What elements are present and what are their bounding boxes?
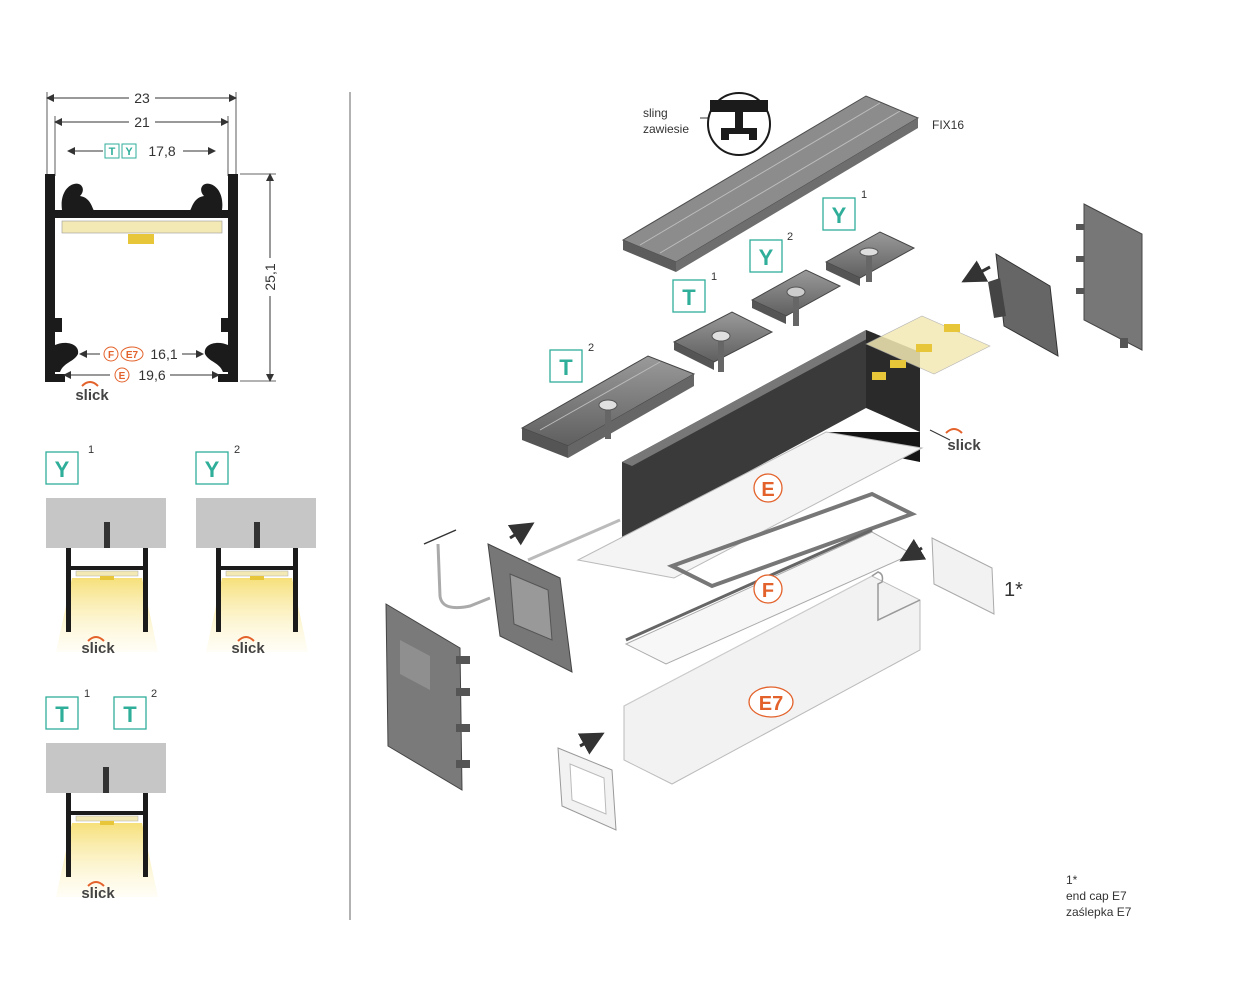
badge-e-small: E [119, 371, 126, 382]
badge-letter: T [55, 702, 69, 727]
diffuser-e7-label: E7 [759, 693, 783, 715]
badge-t-small: T [109, 146, 116, 158]
badge-e7-small: E7 [126, 350, 139, 361]
arrow-icon [899, 538, 927, 562]
badge-sup: 2 [234, 444, 240, 456]
badge-letter: Y [55, 457, 70, 482]
slick-swoosh-icon [87, 636, 105, 642]
badge-frame [195, 451, 229, 485]
led-strip [61, 220, 223, 234]
mounting-clip-y2 [750, 269, 842, 326]
end-cap-cable [423, 518, 621, 673]
brand-slick: slick [75, 387, 109, 404]
diffuser-e7: E7 [623, 571, 921, 785]
brand-slick: slick [81, 640, 115, 657]
badge-letter: T [123, 702, 137, 727]
badge-frame [45, 696, 79, 730]
dim-19-6-label: 19,6 [138, 367, 165, 383]
mount-bolt [103, 767, 109, 793]
slick-swoosh-icon [945, 428, 963, 434]
diffuser-e-label: E [761, 479, 774, 501]
badge-sup: 2 [588, 342, 594, 354]
endcap-marker-label: 1* [1004, 579, 1023, 601]
arrow-icon [577, 732, 605, 755]
badge-frame [45, 451, 79, 485]
badge-frame [672, 279, 706, 313]
end-cap-e7-small [557, 747, 617, 831]
badge-frame [113, 696, 147, 730]
clip-f: F [624, 491, 918, 665]
fix16-label: FIX16 [932, 118, 964, 132]
badge-sup: 1 [84, 688, 90, 700]
badge-sup: 2 [787, 231, 793, 243]
badge-letter: Y [205, 457, 220, 482]
badge-f-small: F [108, 350, 114, 361]
exploded-view: sling zawiesie FIX16 Y 1 Y [385, 92, 1143, 831]
sling-label: sling [643, 106, 668, 120]
dim-23-label: 23 [134, 90, 150, 106]
badge-sup: 1 [861, 189, 867, 201]
diffuser-e: E [576, 431, 924, 579]
profile-section [45, 174, 238, 382]
slick-swoosh-icon [81, 381, 99, 387]
footnote-marker: 1* [1066, 873, 1078, 887]
badge-sup: 1 [88, 444, 94, 456]
footnote-line2: zaślepka E7 [1066, 905, 1132, 919]
badge-sup: 1 [711, 271, 717, 283]
brand-slick: slick [231, 640, 265, 657]
badge-frame [749, 239, 783, 273]
end-cap-large [385, 603, 470, 791]
light-beam [56, 823, 158, 897]
fix16-rail [621, 95, 920, 272]
dim-21-label: 21 [134, 114, 150, 130]
dim-17-8-label: 17,8 [148, 143, 175, 159]
cross-section: 23 21 T Y 17,8 25,1 [45, 90, 279, 404]
sling-rod [254, 522, 260, 548]
sling-rod [104, 522, 110, 548]
footnote: 1* end cap E7 zaślepka E7 [1066, 873, 1132, 919]
footnote-line1: end cap E7 [1066, 889, 1127, 903]
diffuser-f-label: F [762, 580, 774, 602]
brand-slick: slick [947, 437, 981, 454]
mounting-t: T 1 T 2 slick [45, 688, 166, 902]
badge-letter: T [682, 285, 696, 310]
arrow-icon [507, 522, 535, 546]
arrow-icon [961, 260, 991, 283]
slick-swoosh-icon [87, 881, 105, 887]
zawiesie-label: zawiesie [643, 122, 689, 136]
mounting-clip-t1 [672, 311, 774, 372]
badge-frame [549, 349, 583, 383]
badge-frame [822, 197, 856, 231]
mounting-y2: Y 2 slick [195, 444, 316, 657]
led-chip [128, 234, 154, 244]
brand-slick: slick [81, 885, 115, 902]
badge-letter: Y [832, 203, 847, 228]
slick-swoosh-icon [237, 636, 255, 642]
mounting-plate-t2 [520, 355, 696, 458]
sling-icon [707, 92, 771, 156]
badge-y-small: Y [125, 146, 133, 158]
badge-letter: T [559, 355, 573, 380]
mounting-clip-y1 [824, 231, 916, 286]
badge-sup: 2 [151, 688, 157, 700]
light-beam [206, 578, 308, 652]
dim-25-1-label: 25,1 [262, 263, 278, 290]
badge-letter: Y [759, 245, 774, 270]
mounting-y1: Y 1 slick [45, 444, 166, 657]
end-cap-right [988, 203, 1143, 357]
end-cap-1 [931, 537, 995, 615]
light-beam [56, 578, 158, 652]
dim-16-1-label: 16,1 [150, 346, 177, 362]
